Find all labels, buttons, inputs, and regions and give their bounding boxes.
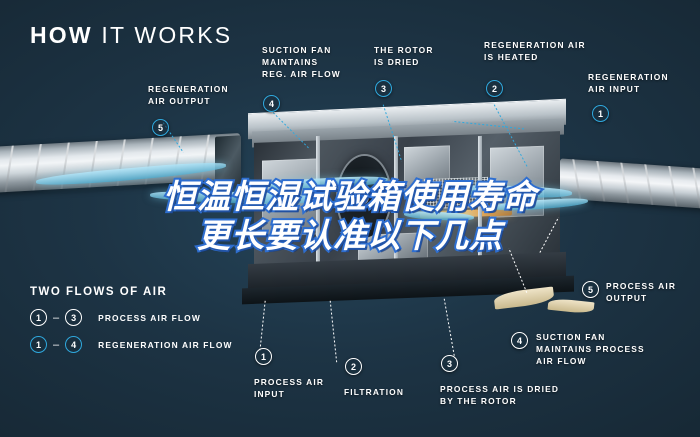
callout-label-reg-air-input: REGENERATION AIR INPUT — [588, 72, 669, 94]
legend-circle-from: 1 — [30, 336, 47, 353]
callout-number-5-proc[interactable]: 5 — [582, 281, 599, 298]
duct-left-cap — [215, 135, 241, 187]
legend-title: TWO FLOWS OF AIR — [30, 286, 168, 298]
page-title-light: IT WORKS — [92, 22, 233, 48]
page-title: HOW IT WORKS — [30, 22, 232, 49]
legend-row-process-air-flow: 1 – 3 PROCESS AIR FLOW — [30, 309, 233, 326]
callout-label-process-air-input: PROCESS AIR INPUT — [254, 377, 325, 399]
callout-label-suction-fan-proc: SUCTION FAN MAINTAINS PROCESS AIR FLOW — [536, 332, 645, 366]
callout-number-1-reg[interactable]: 1 — [592, 105, 609, 122]
legend-circle-to: 3 — [65, 309, 83, 326]
callout-label-process-air-output: PROCESS AIR OUTPUT — [606, 281, 677, 303]
callout-number-1-proc[interactable]: 1 — [255, 348, 272, 365]
page-title-strong: HOW — [30, 22, 93, 48]
deflector-vane — [547, 297, 595, 315]
callout-label-process-air-dried: PROCESS AIR IS DRIED BY THE ROTOR — [440, 384, 560, 406]
legend-circle-from: 1 — [30, 309, 47, 326]
legend-row-regeneration-air-flow: 1 – 4 REGENERATION AIR FLOW — [30, 336, 233, 353]
callout-number-2-reg[interactable]: 2 — [486, 80, 503, 97]
legend: TWO FLOWS OF AIR 1 – 3 PROCESS AIR FLOW … — [30, 286, 233, 363]
legend-label: REGENERATION AIR FLOW — [98, 339, 233, 350]
legend-label: PROCESS AIR FLOW — [98, 312, 201, 323]
rotor-hub — [359, 189, 369, 205]
callout-number-4-reg[interactable]: 4 — [263, 95, 280, 112]
cabinet-mullion — [478, 135, 482, 269]
callout-number-2-proc[interactable]: 2 — [345, 358, 362, 375]
legend-dash: – — [53, 311, 60, 324]
cabinet-mullion — [316, 135, 320, 269]
cabinet-mullion — [394, 135, 398, 269]
callout-label-rotor-dried: THE ROTOR IS DRIED — [374, 45, 434, 67]
callout-label-reg-air-heated: REGENERATION AIR IS HEATED — [484, 40, 586, 62]
legend-dash: – — [53, 338, 60, 351]
legend-circle-to: 4 — [65, 336, 83, 353]
callout-number-5-reg[interactable]: 5 — [152, 119, 169, 136]
callout-number-4-proc[interactable]: 4 — [511, 332, 528, 349]
callout-number-3-proc[interactable]: 3 — [441, 355, 458, 372]
callout-number-3-reg[interactable]: 3 — [375, 80, 392, 97]
callout-label-suction-fan-reg: SUCTION FAN MAINTAINS REG. AIR FLOW — [262, 45, 341, 79]
callout-label-reg-air-output: REGENERATION AIR OUTPUT — [148, 84, 229, 106]
callout-label-filtration: FILTRATION — [344, 387, 405, 397]
